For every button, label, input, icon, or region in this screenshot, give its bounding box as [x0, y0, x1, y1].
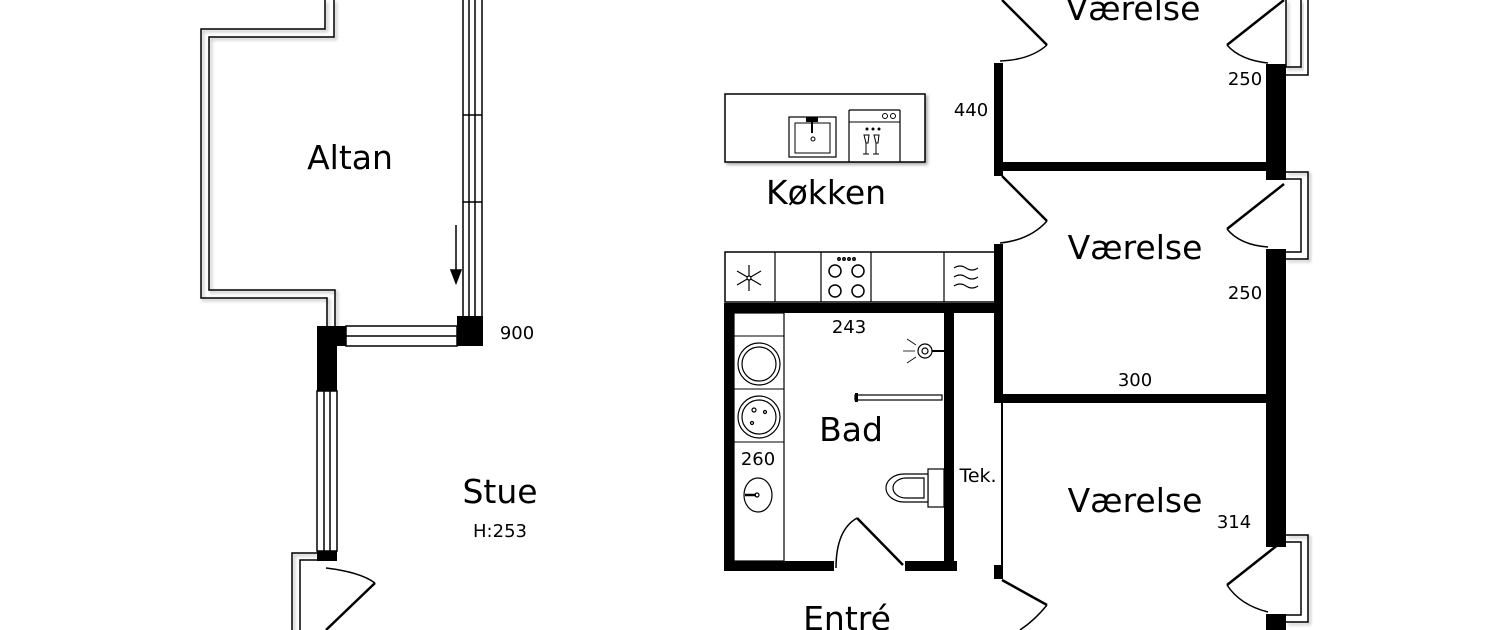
altan-balcony-outline	[200, 0, 336, 327]
room-label-vaerelse-bottom: Værelse	[1068, 481, 1203, 520]
hob-icon	[828, 257, 865, 298]
shower-icon	[903, 338, 944, 364]
room-label-vaerelse-mid: Værelse	[1068, 228, 1203, 267]
dryer-icon	[737, 395, 781, 439]
toilet-icon	[885, 468, 945, 508]
dim-bad-top: 243	[832, 317, 866, 338]
washing-machine-icon	[737, 342, 781, 386]
dim-vaerelse-top: 250	[1228, 69, 1262, 90]
room-label-tek: Tek.	[958, 465, 996, 487]
vent-icon	[953, 265, 979, 289]
stue-west-wall	[316, 316, 483, 561]
bedroom-doors	[999, 0, 1309, 630]
dim-vaerelse-bottom: 314	[1217, 512, 1251, 533]
stue-door	[291, 552, 376, 630]
dim-bad-left: 260	[741, 449, 775, 470]
bathroom-door	[835, 517, 904, 569]
altan-window-wall	[462, 0, 483, 318]
dim-vaerelse-mid-bottom: 300	[1118, 370, 1152, 391]
dim-altan: 900	[500, 323, 534, 344]
kitchen-island	[724, 93, 926, 163]
washbasin-icon	[743, 477, 773, 513]
shower-screen	[854, 393, 943, 402]
stue-height: H:253	[473, 521, 527, 542]
dim-kokken: 440	[954, 100, 988, 121]
room-label-kokken: Køkken	[766, 173, 886, 212]
room-label-altan: Altan	[307, 138, 393, 177]
kitchen-counter	[724, 251, 996, 303]
room-label-stue: Stue	[462, 472, 537, 511]
room-label-entre: Entré	[803, 599, 891, 630]
bedroom-walls	[994, 63, 1286, 630]
slide-arrow-icon	[449, 225, 463, 286]
dim-vaerelse-mid: 250	[1228, 283, 1262, 304]
room-label-bad: Bad	[819, 410, 883, 449]
tek-divider	[1001, 399, 1003, 565]
snowflake-icon	[736, 265, 762, 291]
room-label-vaerelse-top: Værelse	[1066, 0, 1201, 28]
bathroom-walls	[724, 303, 1003, 579]
